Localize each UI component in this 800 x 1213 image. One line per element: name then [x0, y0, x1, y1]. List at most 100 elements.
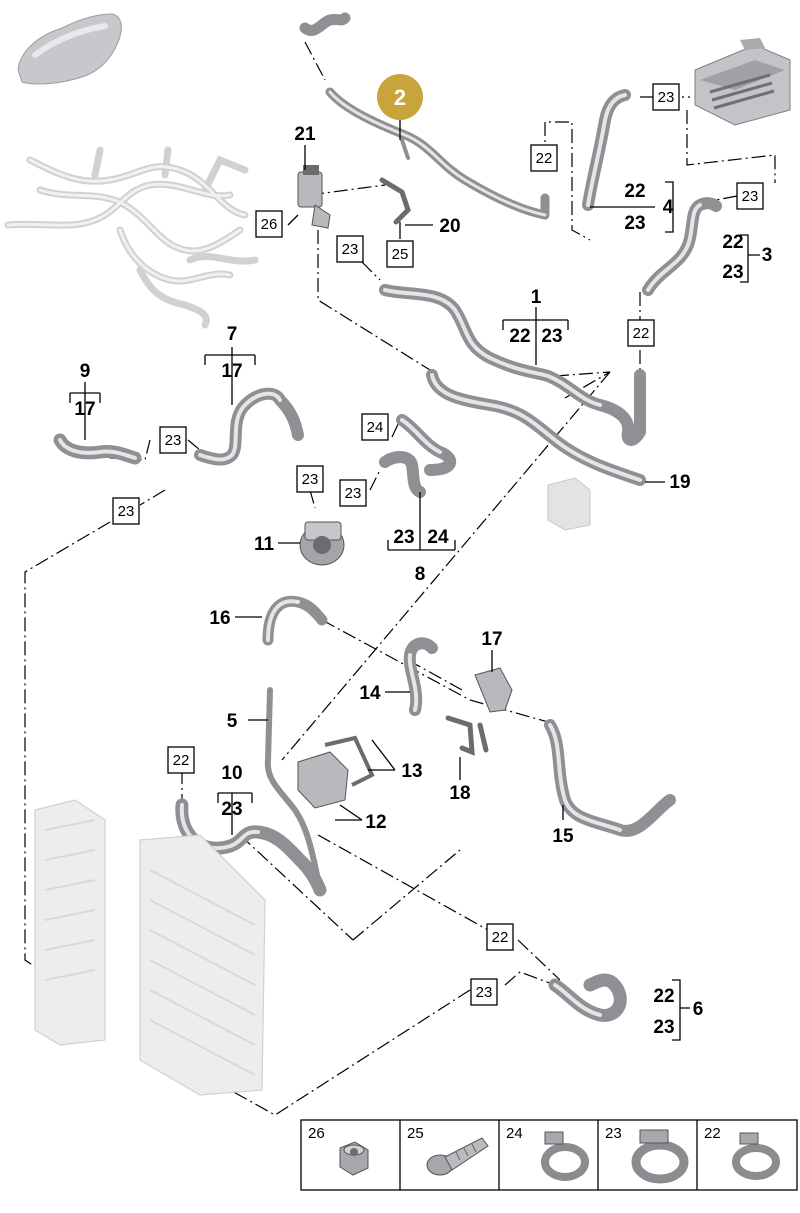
- label-8: 8: [415, 564, 426, 585]
- ref-box-23-mid: 23: [336, 235, 364, 263]
- hose-clamp-small-icon: [732, 1132, 780, 1180]
- label-20: 20: [439, 216, 460, 237]
- label-13: 13: [401, 761, 422, 782]
- valve-21: [297, 165, 331, 229]
- svg-text:22: 22: [492, 929, 509, 946]
- bolt-icon: [426, 1137, 489, 1176]
- svg-text:23: 23: [118, 503, 135, 520]
- reference-boxes: 22 23 23 26 23 25 22 23 24 23 23 23 22 2…: [112, 83, 764, 1006]
- label-11: 11: [254, 534, 275, 555]
- label-4: 4: [663, 197, 674, 218]
- label-7: 7: [227, 324, 238, 345]
- radiator-left: [34, 799, 106, 1046]
- label-12: 12: [365, 812, 386, 833]
- label-6: 6: [693, 999, 704, 1020]
- label-3-sub-a: 22: [722, 232, 743, 253]
- label-1: 1: [531, 287, 542, 308]
- hose-15: [544, 719, 676, 837]
- svg-text:23: 23: [658, 89, 675, 106]
- ref-box-24: 24: [361, 413, 389, 441]
- label-7-sub: 17: [221, 361, 242, 382]
- callout-2-number: 2: [394, 85, 406, 110]
- svg-text:22: 22: [633, 325, 650, 342]
- legend-num-22: 22: [704, 1125, 721, 1142]
- legend-num-25: 25: [407, 1125, 424, 1142]
- ref-box-22-10: 22: [167, 746, 195, 774]
- label-1-sub-b: 23: [541, 326, 562, 347]
- radiator-right: [139, 834, 266, 1096]
- car-silhouette-icon: [17, 13, 122, 85]
- ref-box-23-11: 23: [296, 465, 324, 493]
- hose-14: [403, 637, 438, 716]
- cooler-module: [694, 38, 791, 126]
- nut-icon: [339, 1141, 369, 1176]
- label-21: 21: [294, 124, 316, 145]
- label-10-sub: 23: [221, 799, 242, 820]
- svg-text:23: 23: [342, 241, 359, 258]
- bracket-18: [445, 715, 489, 756]
- bracket-13: [324, 735, 375, 787]
- label-4-sub-b: 23: [624, 213, 645, 234]
- hose-3: [642, 197, 722, 296]
- hardware-legend: 26 25 24 23 22: [300, 1119, 798, 1191]
- hose-9: [53, 433, 142, 465]
- bracket-20: [379, 177, 411, 225]
- ref-box-23-right: 23: [736, 182, 764, 210]
- label-8-sub-b: 24: [427, 527, 449, 548]
- hose-clamp-icon: [541, 1131, 589, 1181]
- ref-box-22-top: 22: [530, 144, 558, 172]
- label-17: 17: [481, 629, 502, 650]
- hose-7: [194, 387, 304, 466]
- hose-8: [379, 414, 457, 498]
- svg-text:23: 23: [345, 485, 362, 502]
- leader-lines: [69, 145, 760, 1041]
- callout-2-badge: 2: [377, 74, 423, 120]
- connector-17: [474, 667, 513, 713]
- label-9: 9: [80, 361, 91, 382]
- svg-text:22: 22: [173, 752, 190, 769]
- ghost-reservoir: [547, 477, 591, 531]
- label-1-sub-a: 22: [509, 326, 530, 347]
- ref-box-22-bottom: 22: [486, 923, 514, 951]
- ref-box-26: 26: [255, 210, 283, 238]
- legend-num-24: 24: [506, 1125, 523, 1142]
- ref-box-23-8: 23: [339, 479, 367, 507]
- legend-num-23: 23: [605, 1125, 622, 1142]
- ref-box-23-topright: 23: [652, 83, 680, 111]
- svg-text:25: 25: [392, 246, 409, 263]
- label-15: 15: [552, 826, 574, 847]
- label-18: 18: [449, 783, 470, 804]
- label-8-sub-a: 23: [393, 527, 414, 548]
- label-14: 14: [359, 683, 381, 704]
- label-10: 10: [221, 763, 242, 784]
- svg-text:23: 23: [302, 471, 319, 488]
- hose-2: [299, 12, 550, 220]
- ref-box-23-bottom: 23: [470, 978, 498, 1006]
- pump-11: [299, 521, 345, 566]
- label-3-sub-b: 23: [722, 262, 743, 283]
- ref-box-23-9: 23: [159, 426, 187, 454]
- svg-text:23: 23: [476, 984, 493, 1001]
- ref-box-25: 25: [386, 240, 414, 268]
- label-3: 3: [762, 245, 773, 266]
- legend-num-26: 26: [308, 1125, 325, 1142]
- hose-16-5: [262, 595, 328, 883]
- hose-1: [379, 284, 646, 446]
- svg-text:24: 24: [367, 419, 384, 436]
- hose-19: [426, 369, 646, 486]
- svg-text:23: 23: [742, 188, 759, 205]
- ref-box-23-left: 23: [112, 497, 140, 525]
- svg-text:22: 22: [536, 150, 553, 167]
- label-6-sub-a: 22: [653, 986, 674, 1007]
- hose-4: [582, 89, 631, 211]
- component-12: [297, 751, 349, 809]
- label-6-sub-b: 23: [653, 1017, 674, 1038]
- label-19: 19: [669, 472, 690, 493]
- reference-lines: [24, 41, 776, 1116]
- part-labels: 21 20 1 22 23 22 23 4 22 23 3 7 17 9 17 …: [74, 124, 772, 1038]
- label-9-sub: 17: [74, 399, 95, 420]
- svg-text:26: 26: [261, 216, 278, 233]
- svg-text:23: 23: [165, 432, 182, 449]
- label-4-sub-a: 22: [624, 181, 645, 202]
